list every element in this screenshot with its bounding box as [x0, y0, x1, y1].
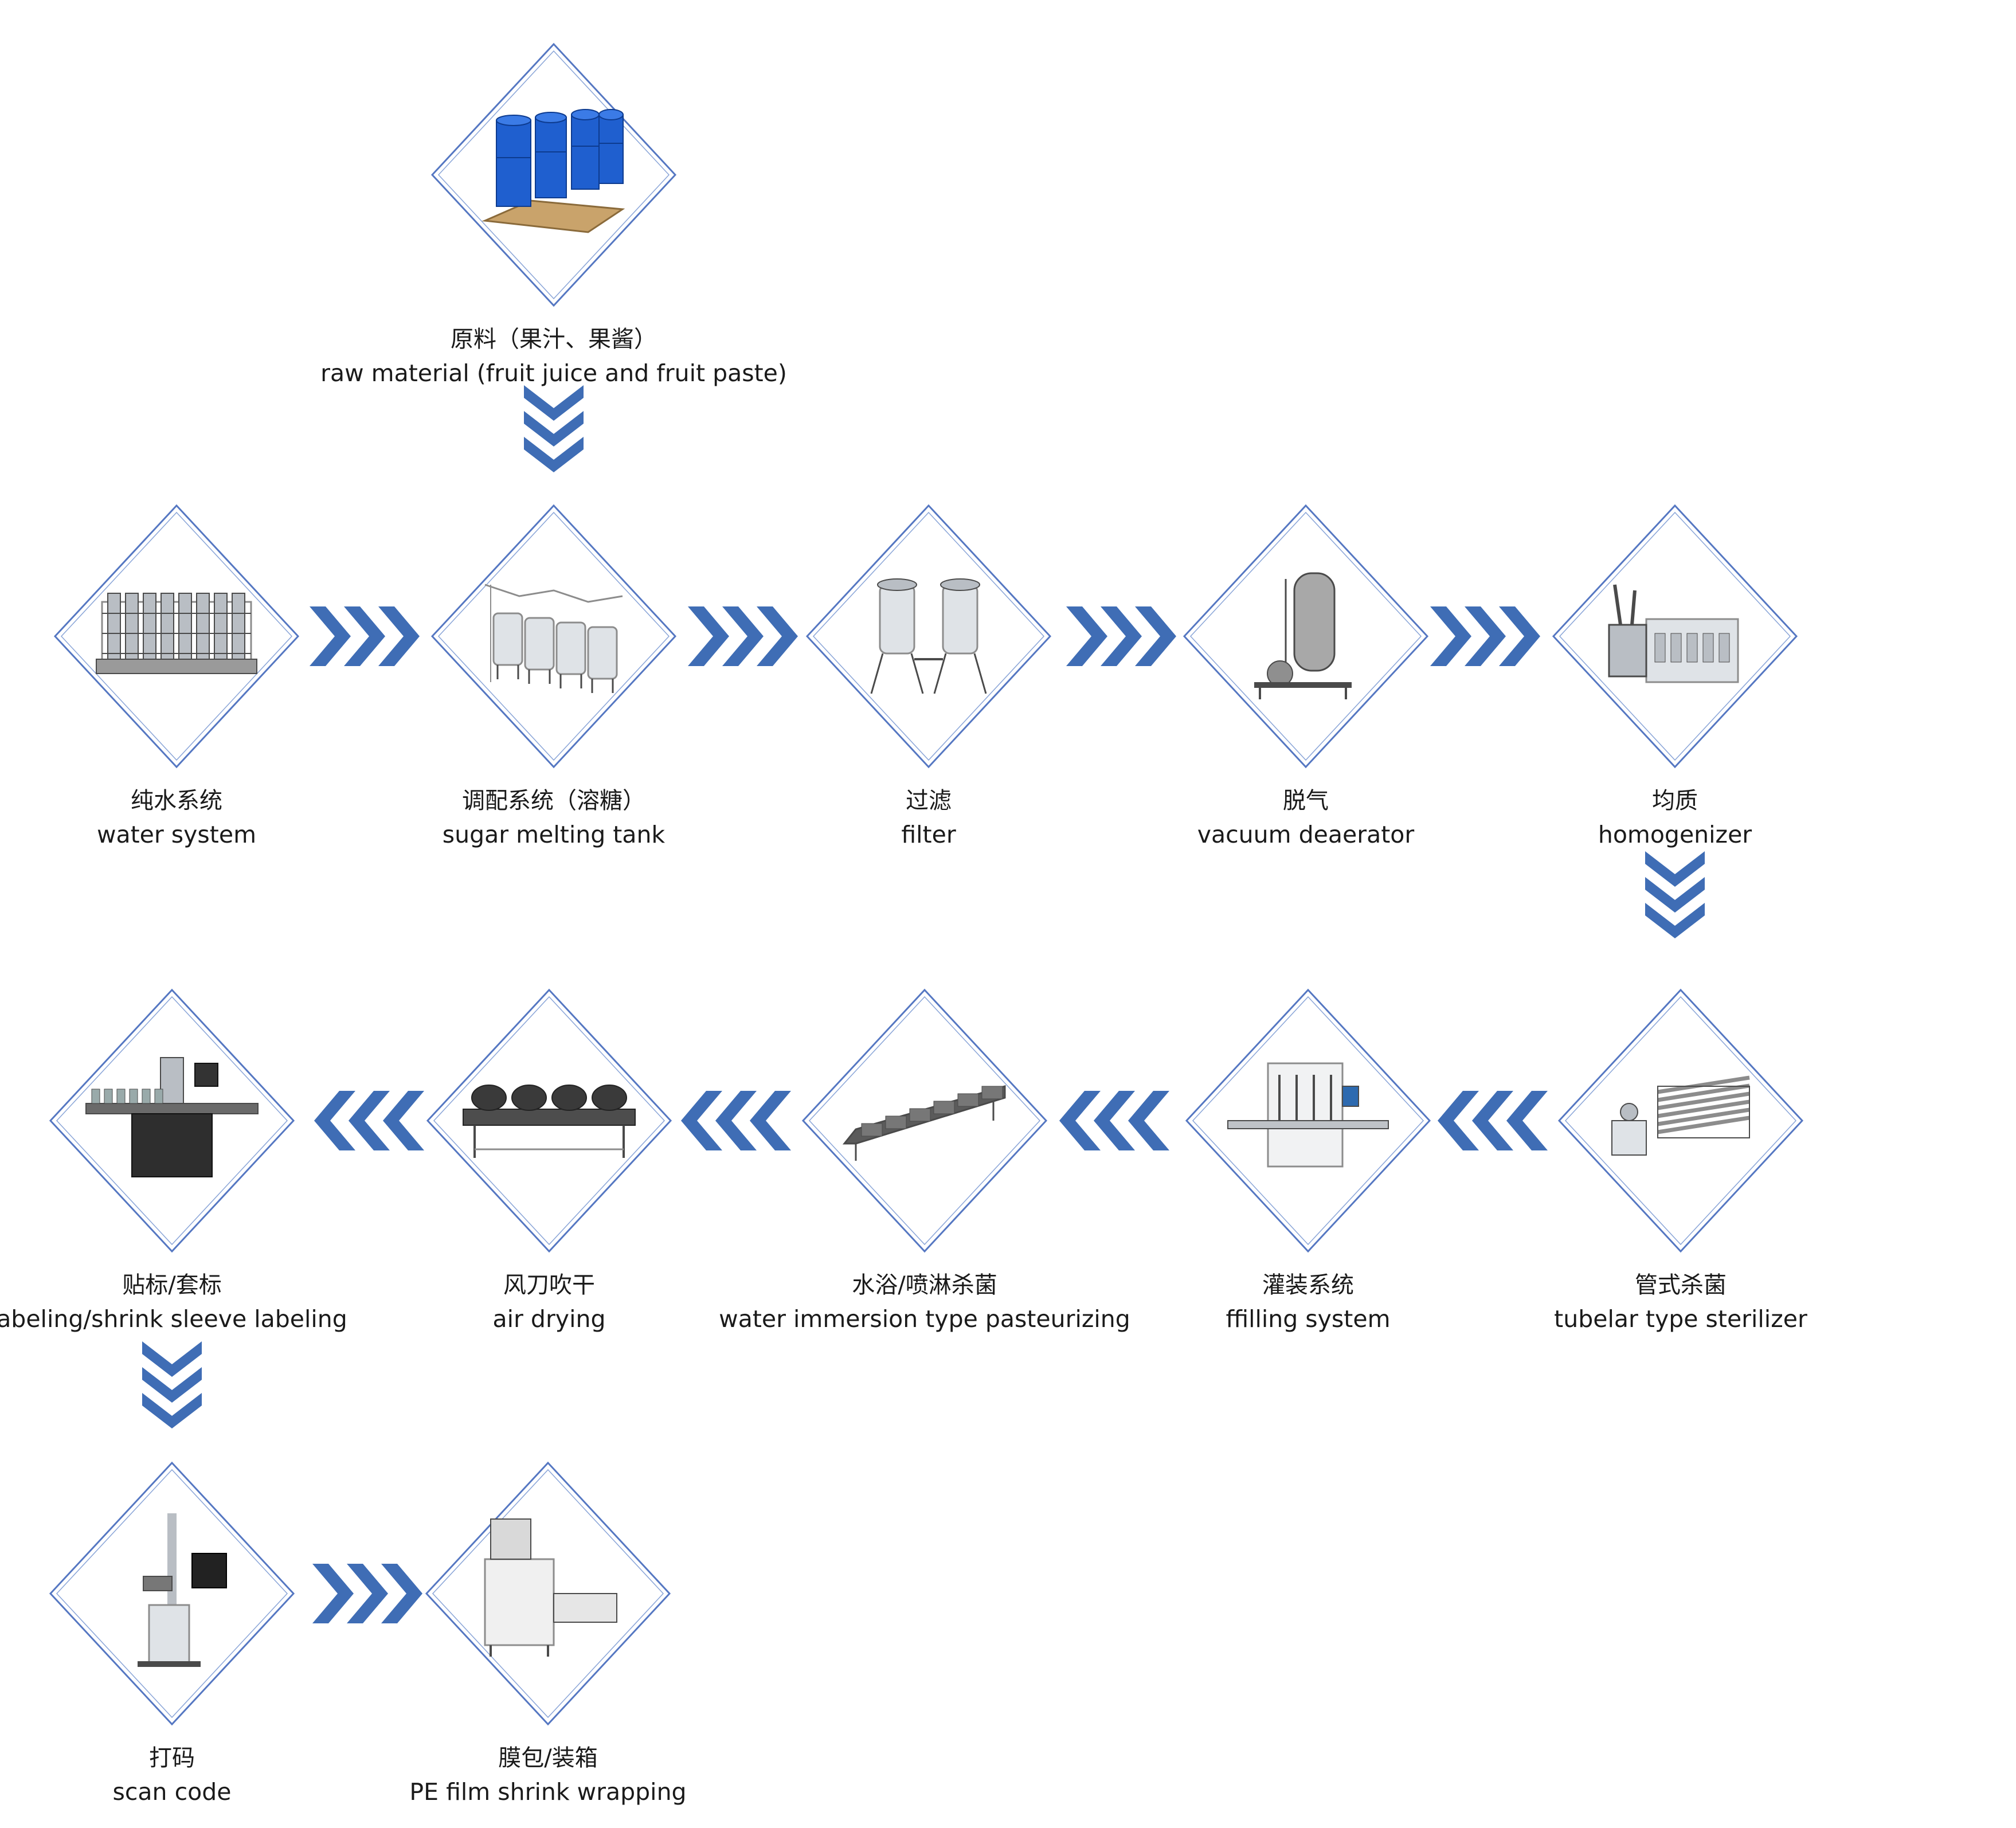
flow-arrow-right-icon — [312, 1564, 422, 1623]
shrink-wrapper-icon — [484, 1518, 617, 1657]
step-node-labeling: 贴标/套标 abeling/shrink sleeve labeling — [0, 988, 347, 1333]
air-knife-dryer-icon — [463, 1085, 636, 1158]
step-label-cn: 调配系统（溶糖） — [462, 788, 645, 814]
diamond-inner-frame — [437, 511, 670, 761]
step-label-en: ffilling system — [1226, 1305, 1390, 1333]
diamond-inner-frame — [1559, 511, 1791, 761]
step-node-filling-system: 灌装系统 ffilling system — [1185, 988, 1431, 1333]
filling-machine-icon — [1227, 1062, 1389, 1168]
diamond-inner-frame — [1189, 511, 1422, 761]
diamond-inner-frame — [432, 1469, 664, 1719]
step-label-en: water immersion type pasteurizing — [719, 1305, 1130, 1333]
diamond-frame — [53, 504, 300, 769]
flow-arrow-left-icon — [1438, 1091, 1548, 1150]
flow-arrow-right-icon — [1066, 606, 1176, 666]
step-label-cn: 原料（果汁、果酱） — [451, 326, 657, 353]
step-node-filter: 过滤 filter — [805, 504, 1052, 848]
flow-arrow-right-icon — [310, 606, 420, 666]
diamond-inner-frame — [1564, 996, 1797, 1246]
flow-arrow-left-icon — [314, 1091, 424, 1150]
diamond-inner-frame — [808, 996, 1041, 1246]
diamond-inner-frame — [1192, 996, 1424, 1246]
deaerator-tank-icon — [1254, 572, 1352, 699]
step-node-pasteurizing: 水浴/喷淋杀菌 water immersion type pasteurizing — [719, 988, 1130, 1333]
flow-arrow-down-icon — [1645, 851, 1705, 938]
step-label-en: water system — [97, 821, 256, 848]
step-label-en: scan code — [113, 1778, 232, 1806]
step-label-cn: 均质 — [1652, 788, 1698, 814]
step-node-scan-code: 打码 scan code — [49, 1461, 295, 1806]
laser-coder-icon — [138, 1513, 227, 1667]
diamond-inner-frame — [812, 511, 1045, 761]
flow-arrow-right-icon — [688, 606, 798, 666]
blue-drums-icon — [482, 109, 625, 233]
step-label-en: abeling/shrink sleeve labeling — [0, 1305, 347, 1333]
flow-arrow-left-icon — [1059, 1091, 1169, 1150]
filter-housing-icon — [870, 578, 987, 694]
step-node-water-system: 纯水系统 water system — [53, 504, 300, 848]
homogenizer-icon — [1608, 584, 1739, 683]
step-label-en: raw material (fruit juice and fruit past… — [320, 359, 787, 387]
step-label-cn: 脱气 — [1283, 788, 1329, 814]
flow-arrow-left-icon — [681, 1091, 791, 1150]
diamond-frame — [805, 504, 1052, 769]
step-label-en: tubelar type sterilizer — [1554, 1305, 1807, 1333]
step-label-en: sugar melting tank — [443, 821, 666, 848]
step-label-en: air drying — [493, 1305, 606, 1333]
step-node-raw-material: 原料（果汁、果酱） raw material (fruit juice and f… — [320, 42, 787, 387]
mixing-tanks-icon — [484, 584, 623, 693]
diamond-inner-frame — [56, 1469, 288, 1719]
step-label-en: filter — [901, 821, 956, 848]
step-label-cn: 纯水系统 — [131, 788, 222, 814]
step-node-sugar-melting-tank: 调配系统（溶糖） sugar melting tank — [430, 504, 677, 848]
step-label-en: vacuum deaerator — [1197, 821, 1415, 848]
step-label-en: homogenizer — [1598, 821, 1752, 848]
step-node-shrink-wrapping: 膜包/装箱 PE film shrink wrapping — [409, 1461, 687, 1806]
diamond-inner-frame — [60, 511, 293, 761]
diamond-inner-frame — [433, 996, 666, 1246]
step-label-cn: 过滤 — [906, 788, 952, 814]
step-label-cn: 打码 — [149, 1745, 195, 1771]
tube-sterilizer-icon — [1611, 1075, 1750, 1156]
step-node-vacuum-deaerator: 脱气 vacuum deaerator — [1183, 504, 1429, 848]
flow-arrow-down-icon — [524, 385, 584, 472]
water-treatment-icon — [96, 593, 257, 674]
diamond-inner-frame — [56, 996, 288, 1246]
step-label-en: PE film shrink wrapping — [409, 1778, 686, 1806]
flow-arrow-down-icon — [142, 1341, 202, 1428]
pasteurizer-conveyor-icon — [842, 1085, 1006, 1161]
flow-arrow-right-icon — [1430, 606, 1540, 666]
step-label-cn: 水浴/喷淋杀菌 — [852, 1272, 997, 1298]
step-label-cn: 风刀吹干 — [503, 1272, 595, 1298]
step-label-cn: 膜包/装箱 — [498, 1745, 597, 1771]
step-node-tubular-sterilizer: 管式杀菌 tubelar type sterilizer — [1554, 988, 1807, 1333]
step-label-cn: 灌装系统 — [1262, 1272, 1354, 1298]
diamond-inner-frame — [437, 50, 670, 300]
step-label-cn: 贴标/套标 — [122, 1272, 221, 1298]
labeling-machine-icon — [85, 1057, 259, 1177]
step-node-air-drying: 风刀吹干 air drying — [426, 988, 672, 1333]
step-label-cn: 管式杀菌 — [1635, 1272, 1727, 1298]
step-node-homogenizer: 均质 homogenizer — [1552, 504, 1798, 848]
